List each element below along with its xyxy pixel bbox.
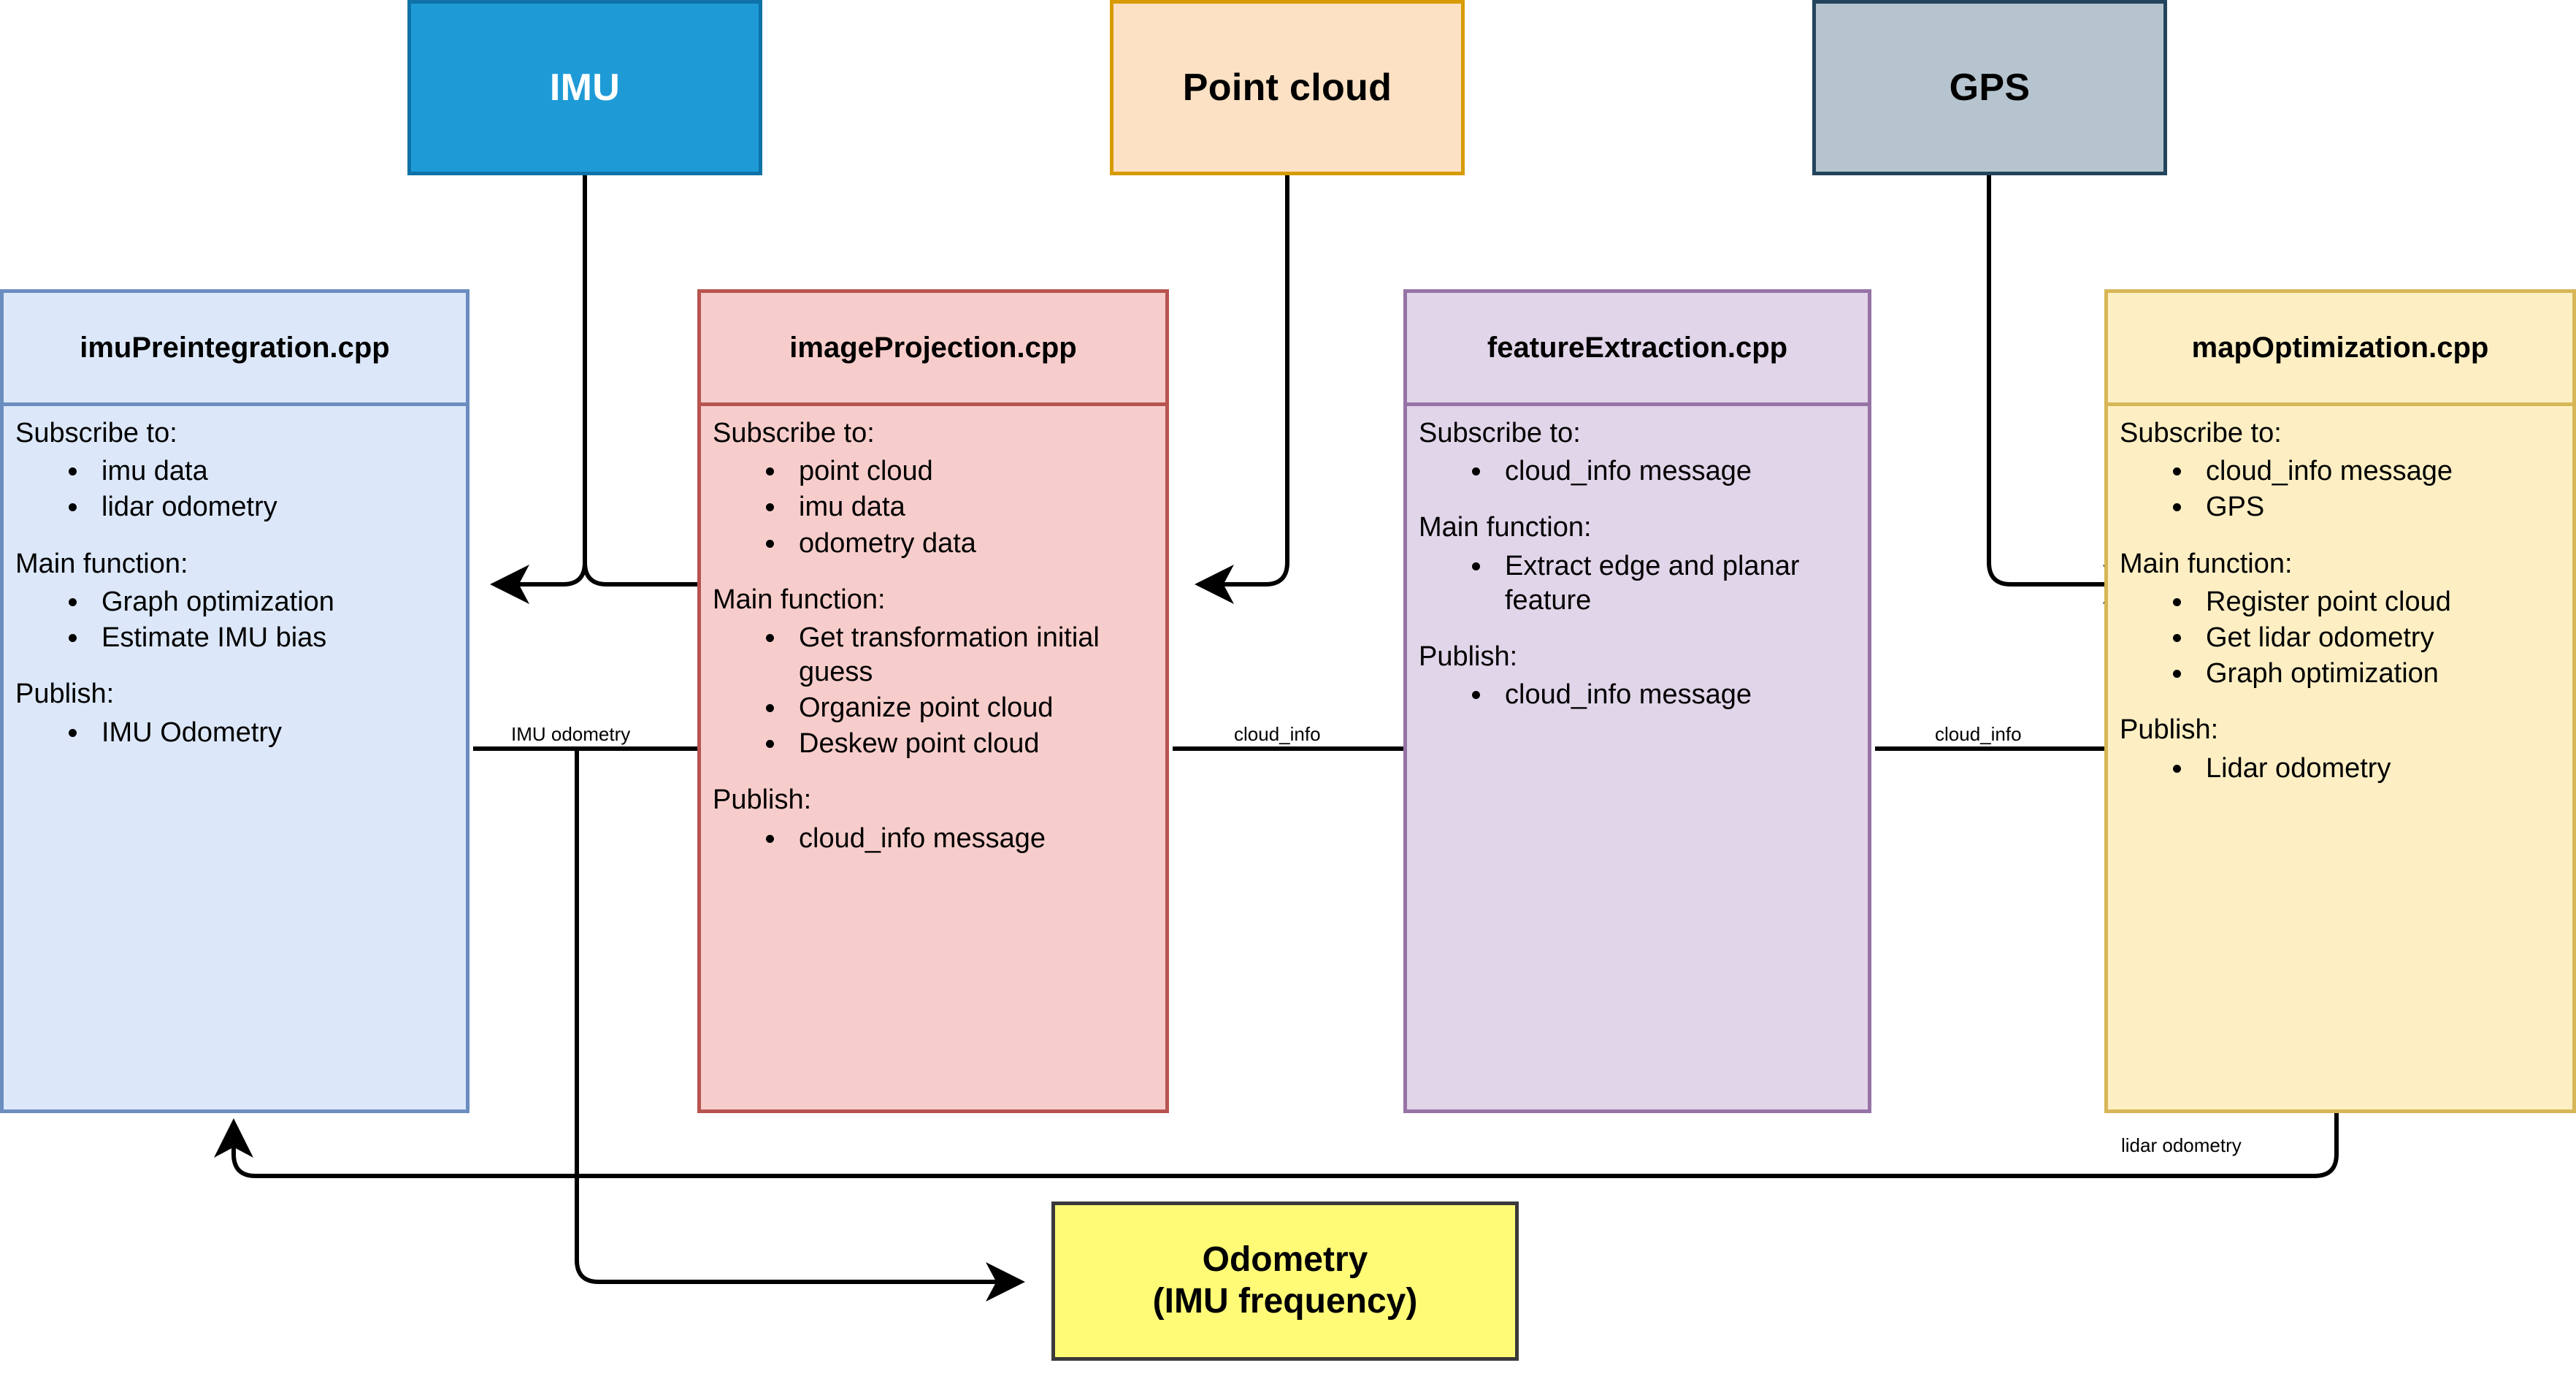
output-box-odometry[interactable]: Odometry (IMU frequency) [1051, 1202, 1519, 1361]
list-item: Graph optimization [2194, 657, 2572, 691]
publish-list: Lidar odometry [2108, 752, 2572, 786]
list-item: cloud_info message [1493, 454, 1868, 489]
list-item: Extract edge and planar feature [1493, 549, 1868, 618]
list-item: point cloud [787, 454, 1165, 489]
node-imageprojection[interactable]: imageProjection.cpp Subscribe to: point … [697, 289, 1169, 1113]
list-item: IMU Odometry [90, 716, 466, 750]
subscribe-label: Subscribe to: [15, 418, 177, 448]
list-item: cloud_info message [787, 822, 1165, 856]
list-item: imu data [787, 490, 1165, 524]
list-item: Get lidar odometry [2194, 621, 2572, 655]
list-item: Deskew point cloud [787, 727, 1165, 761]
subscribe-label: Subscribe to: [2120, 418, 2282, 448]
list-item: Lidar odometry [2194, 752, 2572, 786]
edge-imu-split [490, 175, 587, 604]
node-title-imageprojection: imageProjection.cpp [701, 293, 1165, 406]
list-item: odometry data [787, 527, 1165, 561]
main-list: Register point cloud Get lidar odometry … [2108, 585, 2572, 691]
main-label: Main function: [713, 584, 886, 615]
publish-list: cloud_info message [1407, 678, 1868, 712]
source-box-point-cloud[interactable]: Point cloud [1110, 0, 1465, 175]
main-label: Main function: [1419, 512, 1592, 543]
list-item: lidar odometry [90, 490, 466, 524]
edge-label-cloud-info-1: cloud_info [1234, 723, 1321, 745]
publish-label: Publish: [2120, 714, 2219, 746]
edge-lidarodometry-feedback [214, 1113, 2339, 1178]
node-title-imupreintegration: imuPreintegration.cpp [4, 293, 466, 406]
node-body-featureextraction: Subscribe to: cloud_info message Main fu… [1407, 406, 1868, 713]
publish-list: IMU Odometry [4, 716, 466, 750]
publish-label: Publish: [1419, 641, 1518, 673]
list-item: cloud_info message [1493, 678, 1868, 712]
edge-label-cloud-info-2: cloud_info [1935, 723, 2022, 745]
main-list: Graph optimization Estimate IMU bias [4, 585, 466, 655]
list-item: Estimate IMU bias [90, 621, 466, 655]
subscribe-list: point cloud imu data odometry data [701, 454, 1165, 560]
node-title-mapoptimization: mapOptimization.cpp [2108, 293, 2572, 406]
main-list: Get transformation initial guess Organiz… [701, 621, 1165, 761]
publish-list: cloud_info message [701, 822, 1165, 856]
output-label-line1: Odometry [1202, 1240, 1368, 1280]
list-item: GPS [2194, 490, 2572, 524]
subscribe-list: imu data lidar odometry [4, 454, 466, 524]
node-featureextraction[interactable]: featureExtraction.cpp Subscribe to: clou… [1403, 289, 1871, 1113]
node-imupreintegration[interactable]: imuPreintegration.cpp Subscribe to: imu … [0, 289, 469, 1113]
edge-gps-to-mapoptimization [1987, 175, 2142, 604]
main-label: Main function: [15, 548, 188, 579]
node-title-featureextraction: featureExtraction.cpp [1407, 293, 1868, 406]
subscribe-list: cloud_info message GPS [2108, 454, 2572, 524]
edge-label-imu-odometry: IMU odometry [511, 723, 631, 745]
main-list: Extract edge and planar feature [1407, 549, 1868, 618]
publish-label: Publish: [15, 679, 115, 710]
output-label-line2: (IMU frequency) [1152, 1282, 1418, 1321]
node-body-imageprojection: Subscribe to: point cloud imu data odome… [701, 406, 1165, 856]
subscribe-label: Subscribe to: [713, 418, 875, 448]
node-body-imupreintegration: Subscribe to: imu data lidar odometry Ma… [4, 406, 466, 750]
node-body-mapoptimization: Subscribe to: cloud_info message GPS Mai… [2108, 406, 2572, 786]
edge-label-lidar-odometry: lidar odometry [2121, 1134, 2242, 1156]
list-item: Graph optimization [90, 585, 466, 619]
edge-imu-to-imageprojection [583, 562, 737, 604]
list-item: imu data [90, 454, 466, 489]
publish-label: Publish: [713, 784, 812, 816]
source-box-gps[interactable]: GPS [1812, 0, 2167, 175]
source-box-imu[interactable]: IMU [407, 0, 762, 175]
edge-pointcloud-to-imageprojection [1195, 175, 1289, 604]
list-item: cloud_info message [2194, 454, 2572, 489]
list-item: Register point cloud [2194, 585, 2572, 619]
list-item: Get transformation initial guess [787, 621, 1165, 690]
subscribe-list: cloud_info message [1407, 454, 1868, 489]
node-mapoptimization[interactable]: mapOptimization.cpp Subscribe to: cloud_… [2104, 289, 2576, 1113]
main-label: Main function: [2120, 548, 2293, 579]
source-label-gps: GPS [1949, 66, 2031, 109]
subscribe-label: Subscribe to: [1419, 418, 1581, 448]
source-label-imu: IMU [549, 66, 621, 109]
source-label-point-cloud: Point cloud [1182, 66, 1392, 109]
list-item: Organize point cloud [787, 691, 1165, 725]
edge-imuodometry-to-odometry [575, 749, 1025, 1302]
